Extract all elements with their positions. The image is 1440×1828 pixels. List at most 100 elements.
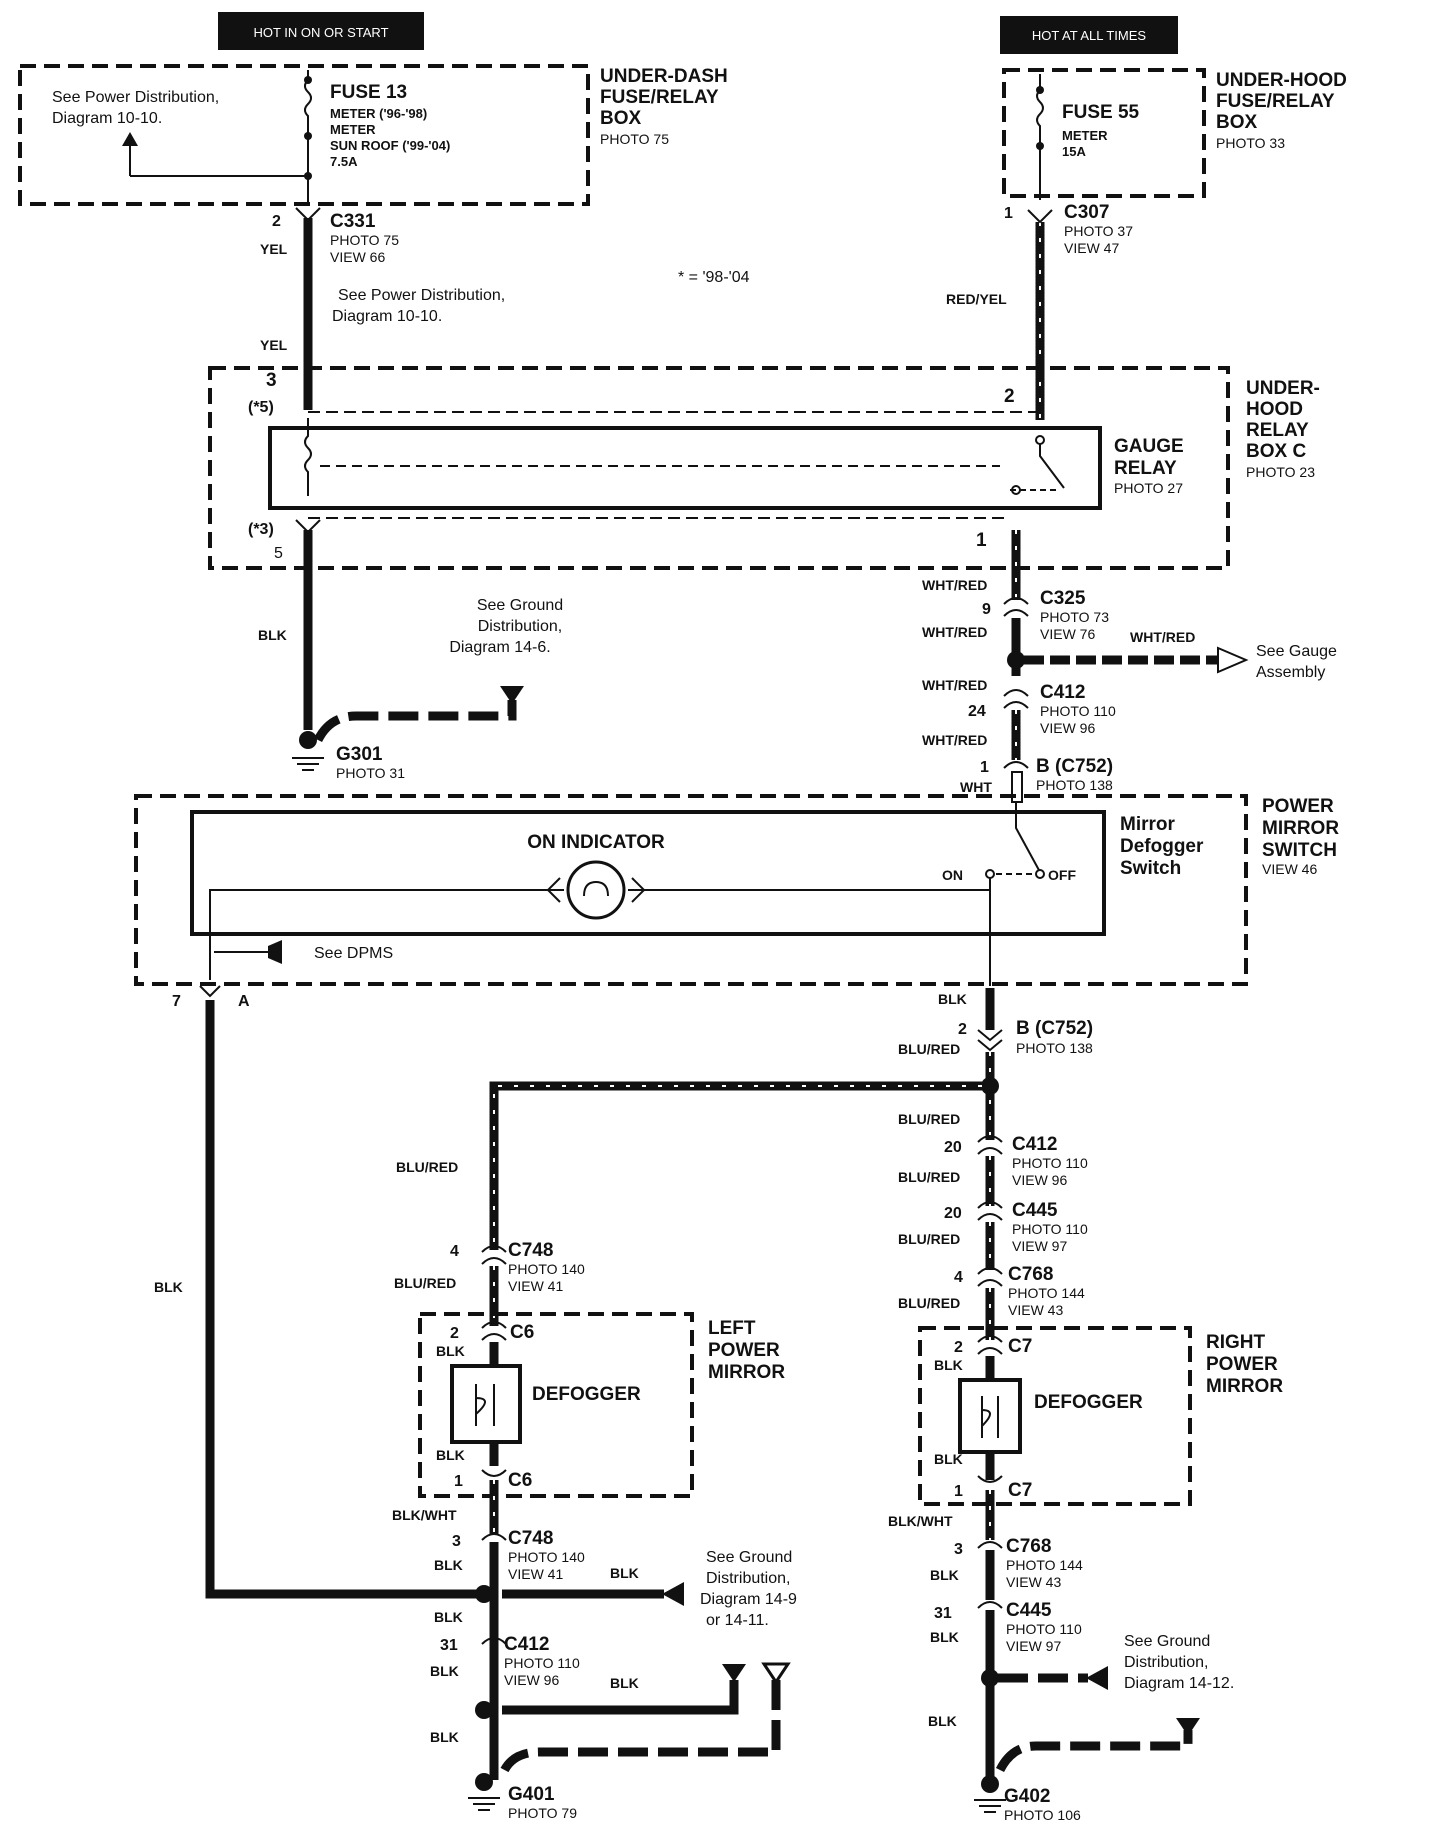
see-ground-right: See Ground <box>1124 1633 1210 1650</box>
c412-label-left: C412 <box>504 1634 549 1655</box>
gauge-relay <box>268 426 1102 510</box>
svg-text:C6: C6 <box>508 1470 532 1491</box>
right-defogger-icon <box>981 1396 999 1438</box>
svg-text:31: 31 <box>934 1605 952 1622</box>
left-ground-branch <box>497 1680 781 1778</box>
svg-text:FUSE/RELAY: FUSE/RELAY <box>600 87 719 108</box>
svg-text:20: 20 <box>944 1139 962 1156</box>
svg-text:7.5A: 7.5A <box>330 154 358 169</box>
svg-text:1: 1 <box>1004 205 1013 222</box>
svg-text:5: 5 <box>274 545 283 562</box>
hot-at-all-times-label: HOT AT ALL TIMES <box>1032 28 1146 43</box>
g301-ground-icon <box>292 757 324 771</box>
svg-text:BLK: BLK <box>930 1567 959 1583</box>
right-power-mirror-title: RIGHT <box>1206 1332 1266 1353</box>
g401-label: G401 <box>508 1784 555 1805</box>
c445-connector-right-bottom <box>977 1601 1003 1609</box>
power-mirror-switch-box <box>134 794 1248 986</box>
c445-connector-right-top <box>977 1201 1003 1221</box>
svg-text:METER ('96-'98): METER ('96-'98) <box>330 106 427 121</box>
svg-text:BLK: BLK <box>154 1279 183 1295</box>
svg-text:BLK: BLK <box>610 1565 639 1581</box>
svg-text:PHOTO 144: PHOTO 144 <box>1006 1557 1083 1573</box>
svg-text:31: 31 <box>440 1637 458 1654</box>
svg-text:BLK: BLK <box>930 1629 959 1645</box>
svg-text:VIEW 41: VIEW 41 <box>508 1278 563 1294</box>
c7-connector-top <box>977 1335 1003 1355</box>
under-hood-title: UNDER-HOOD <box>1216 70 1347 91</box>
c412-label-right: C412 <box>1012 1134 1057 1155</box>
svg-text:PHOTO 31: PHOTO 31 <box>336 765 405 781</box>
svg-text:3: 3 <box>954 1541 963 1558</box>
svg-text:Diagram 14-9: Diagram 14-9 <box>700 1591 797 1608</box>
svg-text:BLK: BLK <box>928 1713 957 1729</box>
svg-text:BLU/RED: BLU/RED <box>898 1295 960 1311</box>
svg-text:Assembly: Assembly <box>1256 664 1325 681</box>
svg-text:ON: ON <box>942 867 963 883</box>
svg-text:Diagram 10-10.: Diagram 10-10. <box>332 308 442 325</box>
b-c752-connector-bottom <box>977 1029 1003 1052</box>
svg-text:PHOTO 75: PHOTO 75 <box>330 232 399 248</box>
svg-text:MIRROR: MIRROR <box>1262 818 1339 839</box>
svg-text:2: 2 <box>1004 386 1015 407</box>
c6-connector-top <box>481 1321 507 1341</box>
svg-text:BLK: BLK <box>436 1447 465 1463</box>
svg-text:BLK: BLK <box>430 1663 459 1679</box>
splice-left-blk <box>475 1585 493 1603</box>
svg-text:BLU/RED: BLU/RED <box>898 1111 960 1127</box>
svg-text:POWER: POWER <box>708 1340 780 1361</box>
year-note: * = '98-'04 <box>678 269 750 286</box>
svg-text:BOX: BOX <box>600 108 642 129</box>
c325-label: C325 <box>1040 588 1086 609</box>
svg-text:Diagram 14-6.: Diagram 14-6. <box>449 639 550 656</box>
c7-connector-bottom <box>977 1475 1003 1483</box>
relay-contact <box>1039 440 1065 489</box>
svg-text:Defogger: Defogger <box>1120 836 1204 857</box>
svg-text:4: 4 <box>450 1243 459 1260</box>
svg-text:BLK: BLK <box>434 1609 463 1625</box>
svg-text:PHOTO 138: PHOTO 138 <box>1036 777 1113 793</box>
svg-text:YEL: YEL <box>260 241 288 257</box>
svg-text:Distribution,: Distribution, <box>1124 1654 1208 1671</box>
right-power-mirror-box <box>918 1326 1192 1506</box>
b-c752-label-top: B (C752) <box>1036 756 1113 777</box>
left-defogger-icon <box>475 1384 495 1426</box>
svg-text:1: 1 <box>980 759 989 776</box>
svg-text:METER: METER <box>1062 128 1108 143</box>
svg-text:C7: C7 <box>1008 1480 1032 1501</box>
svg-text:RELAY: RELAY <box>1246 420 1309 441</box>
svg-text:PHOTO 27: PHOTO 27 <box>1114 480 1183 496</box>
hot-in-on-label: HOT IN ON OR START <box>253 25 388 40</box>
svg-text:Distribution,: Distribution, <box>478 618 562 635</box>
svg-text:HOOD: HOOD <box>1246 399 1303 420</box>
svg-text:BLK: BLK <box>610 1675 639 1691</box>
defogger-switch <box>1015 802 1041 873</box>
svg-text:BLK: BLK <box>934 1451 963 1467</box>
svg-text:BLK: BLK <box>938 991 967 1007</box>
svg-text:PHOTO 110: PHOTO 110 <box>1012 1155 1088 1171</box>
svg-text:BLU/RED: BLU/RED <box>898 1041 960 1057</box>
left-power-mirror-box <box>418 1312 694 1498</box>
svg-text:WHT/RED: WHT/RED <box>922 677 987 693</box>
c412-connector-left <box>481 1637 507 1645</box>
c748-label-bottom: C748 <box>508 1528 553 1549</box>
c748-connector-top <box>481 1245 507 1265</box>
svg-text:3: 3 <box>266 370 277 391</box>
svg-text:PHOTO 110: PHOTO 110 <box>1012 1221 1088 1237</box>
svg-text:PHOTO 110: PHOTO 110 <box>1040 703 1116 719</box>
see-dpms-arrow <box>268 940 282 964</box>
svg-text:WHT: WHT <box>960 779 992 795</box>
svg-text:C7: C7 <box>1008 1336 1032 1357</box>
see-power-dist-2: See Power Distribution, <box>338 287 505 304</box>
svg-text:VIEW 97: VIEW 97 <box>1006 1638 1061 1654</box>
svg-text:POWER: POWER <box>1206 1354 1278 1375</box>
svg-text:(*5): (*5) <box>248 399 274 416</box>
see-power-dist-1: See Power Distribution, <box>52 89 219 106</box>
svg-text:24: 24 <box>968 703 986 720</box>
svg-text:YEL: YEL <box>260 337 288 353</box>
svg-text:WHT/RED: WHT/RED <box>922 732 987 748</box>
svg-text:9: 9 <box>982 601 991 618</box>
svg-text:VIEW 47: VIEW 47 <box>1064 240 1119 256</box>
under-hood-relay-box-c <box>208 366 1230 570</box>
